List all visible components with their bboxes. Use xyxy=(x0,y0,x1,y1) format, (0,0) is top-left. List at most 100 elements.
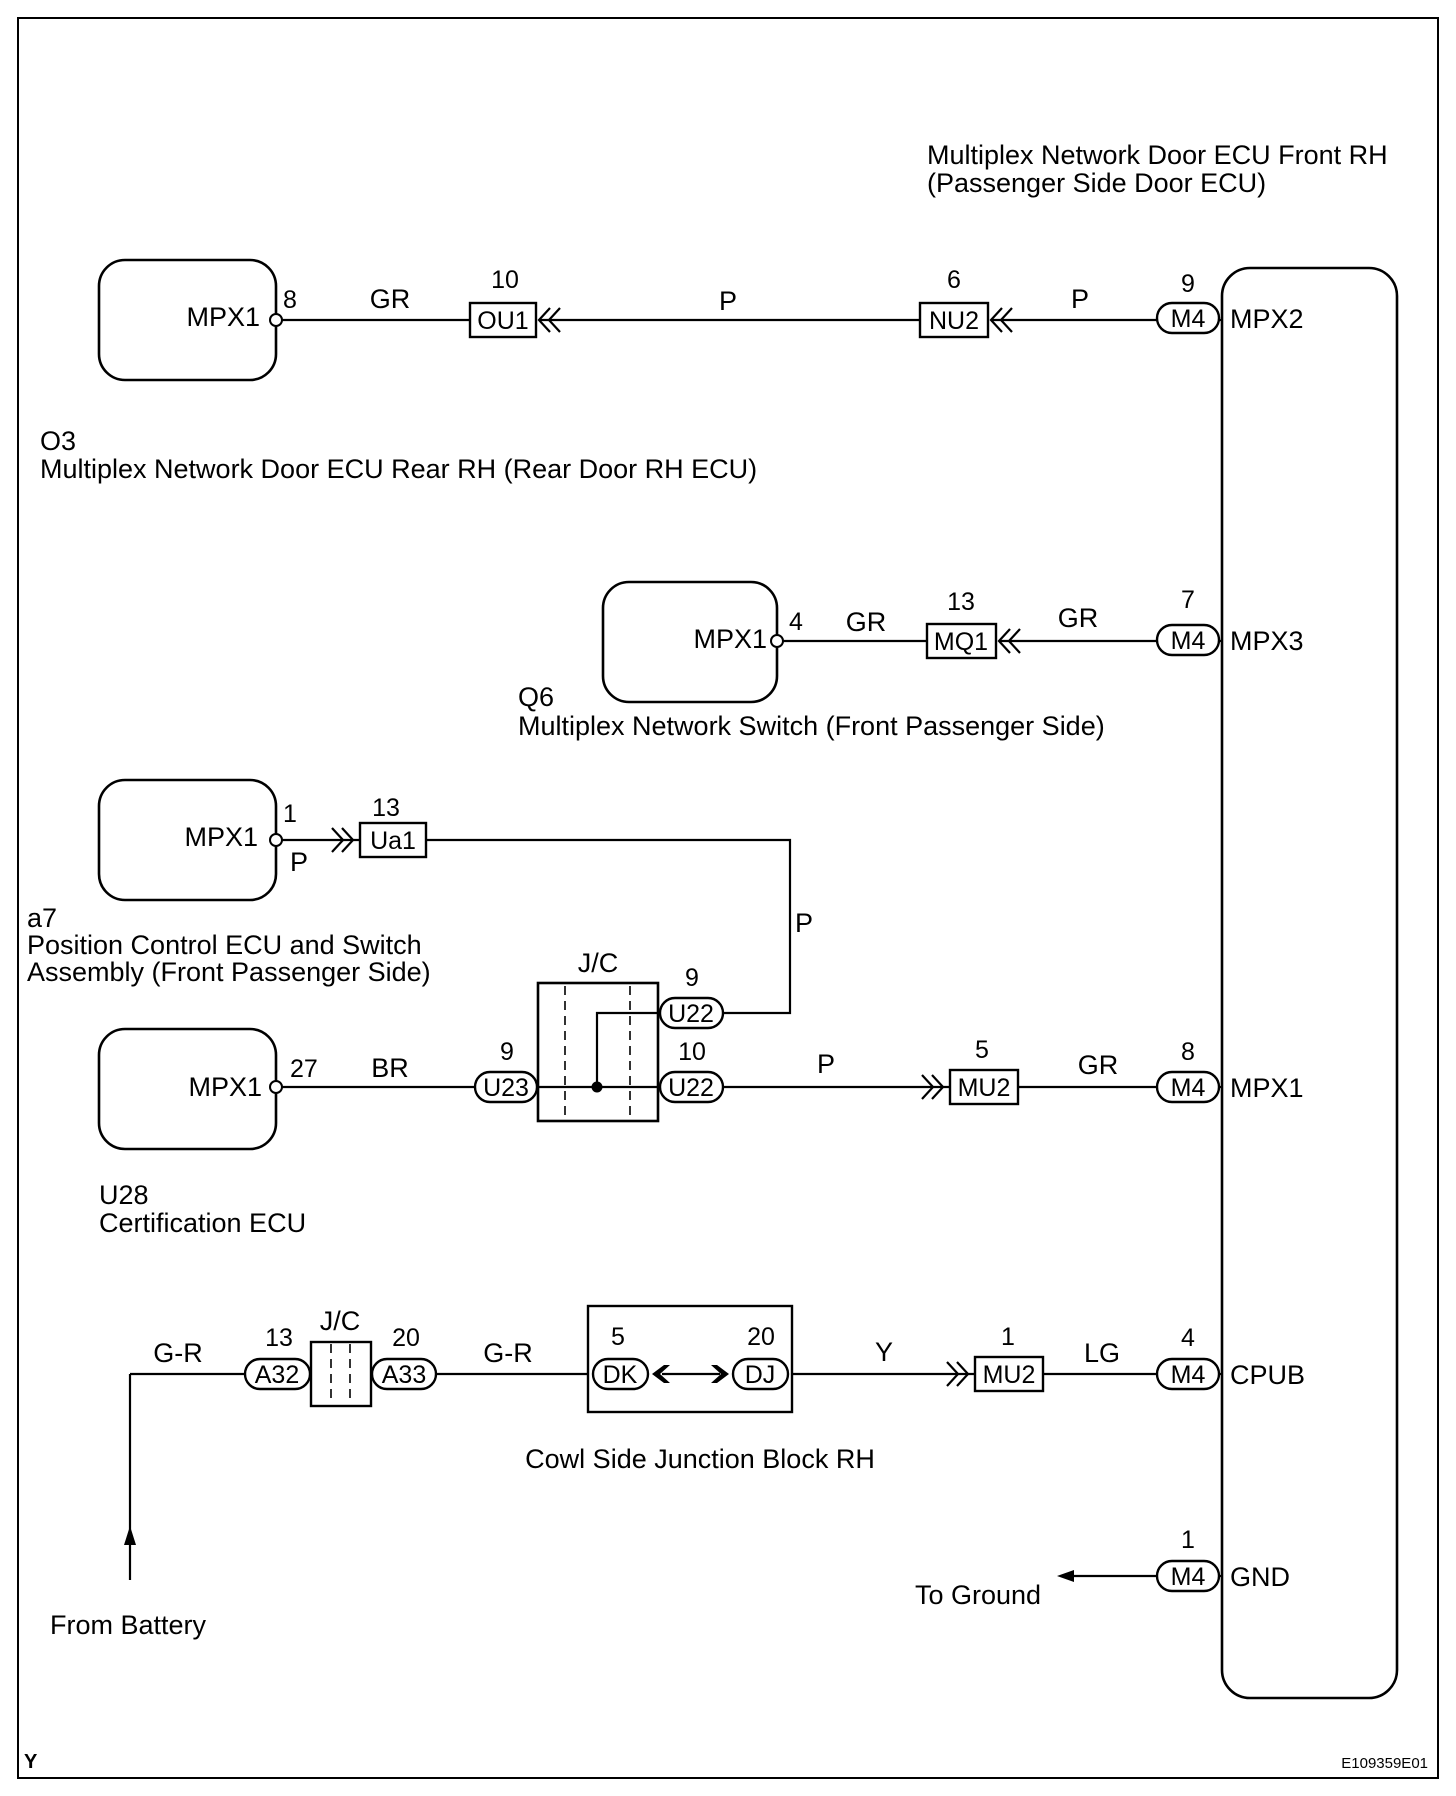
o3-terminal-point xyxy=(269,313,283,327)
connector-ou1-body xyxy=(468,301,538,339)
connector-u22-top: U22 9 xyxy=(658,964,725,1030)
connector-m4-label: M4 xyxy=(1171,305,1206,333)
connector-dj-label: DJ xyxy=(745,1361,776,1389)
a7-terminal-point xyxy=(269,833,283,847)
connector-m4-mpx2 xyxy=(1155,301,1221,335)
q6-component: MPX1 4 Q6 Multiplex Network Switch (Fron… xyxy=(518,580,1105,741)
jc-power-body xyxy=(309,1340,373,1408)
wire-color-label: P xyxy=(719,286,737,316)
a7-name-line2: Assembly (Front Passenger Side) xyxy=(27,957,431,987)
power-source: From Battery xyxy=(50,1374,207,1640)
connector-dj-body xyxy=(731,1357,790,1391)
jc-mid-label: J/C xyxy=(578,948,619,978)
wire-color-label: P xyxy=(817,1049,835,1079)
connector-a32: A32 13 xyxy=(243,1324,312,1391)
ecu-front-rh-body xyxy=(1220,266,1399,1700)
ecu-terminal-mpx2: M4 9 MPX2 xyxy=(1155,270,1304,335)
connector-a33-label: A33 xyxy=(382,1361,426,1389)
q6-pin: 4 xyxy=(789,608,803,636)
o3-id: O3 xyxy=(40,426,76,456)
connector-ua1: Ua1 13 xyxy=(331,794,428,859)
q6-terminal-name: MPX1 xyxy=(693,624,767,654)
arrow-left-icon xyxy=(1057,1570,1074,1582)
jc-power: J/C xyxy=(309,1306,373,1408)
terminal-name: MPX2 xyxy=(1230,304,1304,334)
connector-mu2-cpub-pin: 1 xyxy=(1001,1323,1015,1351)
u28-terminal-name: MPX1 xyxy=(188,1072,262,1102)
terminal-name: CPUB xyxy=(1230,1360,1305,1390)
pin-number: 8 xyxy=(1181,1038,1195,1066)
pin-number: 1 xyxy=(1181,1526,1195,1554)
pin-number: 4 xyxy=(1181,1324,1195,1352)
connector-ua1-body xyxy=(358,821,428,859)
connector-a32-pin: 13 xyxy=(265,1324,293,1352)
connector-u23-label: U23 xyxy=(483,1074,529,1102)
chevron-right-filled-icon xyxy=(711,1365,729,1383)
terminal-name: MPX3 xyxy=(1230,626,1304,656)
wire-color-label: GR xyxy=(1078,1050,1119,1080)
connector-nu2: NU2 6 xyxy=(918,266,1013,339)
wire-color-label: Y xyxy=(875,1337,893,1367)
wire-color-label: P xyxy=(1071,284,1089,314)
u28-component: MPX1 27 U28 Certification ECU xyxy=(97,1027,318,1238)
connector-dj-pin: 20 xyxy=(747,1323,775,1351)
q6-id: Q6 xyxy=(518,682,554,712)
connector-nu2-label: NU2 xyxy=(929,307,979,335)
connector-mu2-cpub: MU2 1 xyxy=(946,1323,1045,1393)
connector-ou1: OU1 10 xyxy=(468,266,561,339)
wire-color-label: G-R xyxy=(483,1338,533,1368)
ecu-front-rh-title-line1: Multiplex Network Door ECU Front RH xyxy=(927,140,1388,170)
wire-color-label: GR xyxy=(370,284,411,314)
chevron-left-filled-icon xyxy=(652,1365,670,1383)
wire-color-label: BR xyxy=(371,1053,409,1083)
a7-name-line1: Position Control ECU and Switch xyxy=(27,930,422,960)
o3-pin: 8 xyxy=(283,286,297,314)
connector-u22-bottom-label: U22 xyxy=(668,1074,714,1102)
connector-u22-top-body xyxy=(658,996,725,1030)
connector-u22-bottom-pin: 10 xyxy=(678,1038,706,1066)
jc-power-label: J/C xyxy=(320,1306,361,1336)
connector-u22-bottom: U22 10 xyxy=(658,1038,725,1104)
wire-color-label: LG xyxy=(1084,1338,1120,1368)
u28-id: U28 xyxy=(99,1180,149,1210)
cowl-junction-block: Cowl Side Junction Block RH DK 5 DJ 20 xyxy=(525,1304,875,1474)
connector-dk-label: DK xyxy=(603,1361,638,1389)
connector-dk-pin: 5 xyxy=(611,1323,625,1351)
ecu-front-rh: Multiplex Network Door ECU Front RH (Pas… xyxy=(927,140,1399,1700)
jc-mid: J/C xyxy=(536,948,660,1123)
o3-terminal-name: MPX1 xyxy=(186,302,260,332)
connector-mq1-body xyxy=(925,622,998,660)
connector-mq1-pin: 13 xyxy=(947,588,975,616)
connector-m4-label: M4 xyxy=(1171,1563,1206,1591)
o3-component: MPX1 8 O3 Multiplex Network Door ECU Rea… xyxy=(40,258,757,484)
q6-terminal-point xyxy=(770,634,784,648)
to-ground-label: To Ground xyxy=(915,1580,1041,1610)
connector-a32-label: A32 xyxy=(255,1361,299,1389)
connector-u23-pin: 9 xyxy=(500,1038,514,1066)
pin-number: 7 xyxy=(1181,586,1195,614)
chevron-right-icon xyxy=(946,1361,970,1387)
connector-mq1: MQ1 13 xyxy=(925,588,1021,660)
connector-a32-body xyxy=(243,1357,312,1391)
o3-name: Multiplex Network Door ECU Rear RH (Rear… xyxy=(40,454,757,484)
a7-component: MPX1 1 P a7 Position Control ECU and Swi… xyxy=(27,778,431,987)
ecu-front-rh-title-line2: (Passenger Side Door ECU) xyxy=(927,168,1266,198)
connector-a33-pin: 20 xyxy=(392,1324,420,1352)
a7-id: a7 xyxy=(27,903,57,933)
chevron-right-icon xyxy=(921,1074,945,1100)
connector-m4-label: M4 xyxy=(1171,627,1206,655)
pin-number: 9 xyxy=(1181,270,1195,298)
terminal-name: GND xyxy=(1230,1562,1290,1592)
connector-mu2-cpub-label: MU2 xyxy=(983,1361,1036,1389)
connector-u23: U23 9 xyxy=(473,1038,539,1104)
u28-name: Certification ECU xyxy=(99,1208,306,1238)
connector-mu2-mpx1-pin: 5 xyxy=(975,1036,989,1064)
connector-nu2-body xyxy=(918,301,990,339)
connector-ou1-label: OU1 xyxy=(477,307,528,335)
ecu-terminal-cpub: M4 4 CPUB xyxy=(1155,1324,1305,1391)
ecu-terminal-gnd: M4 1 GND xyxy=(1155,1526,1290,1593)
cowl-block-label: Cowl Side Junction Block RH xyxy=(525,1444,875,1474)
connector-u22-top-pin: 9 xyxy=(685,964,699,992)
connector-a33: A33 20 xyxy=(370,1324,438,1391)
